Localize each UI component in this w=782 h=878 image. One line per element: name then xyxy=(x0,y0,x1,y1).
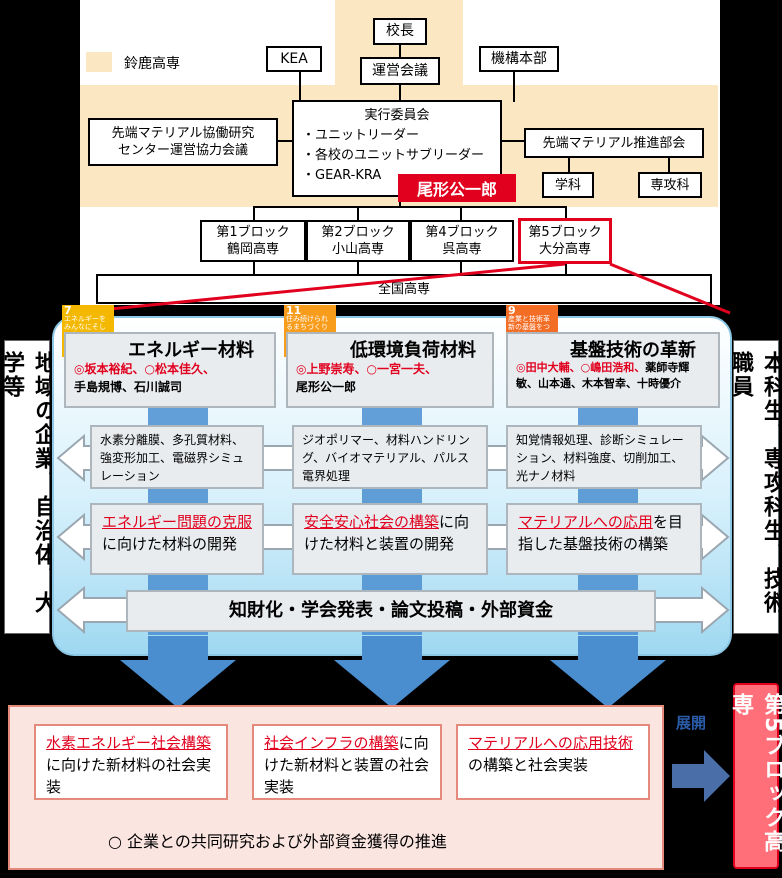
promotion-dept-box: 先端マテリアル推進部会 xyxy=(524,128,704,158)
legend-label: 鈴鹿高専 xyxy=(124,56,180,72)
goal-text: に向けた材料と装置の開発 xyxy=(304,513,470,553)
topics-low-impact: ジオポリマー、材料ハンドリング、バイオマテリアル、パルス電界処理 xyxy=(292,425,488,489)
goal-energy: エネルギー問題の克服に向けた材料の開発 xyxy=(90,503,264,575)
unit-title: 基盤技術の革新 xyxy=(570,340,696,361)
unit-title: エネルギー材料 xyxy=(128,340,254,361)
block-school: 大分高専 xyxy=(538,242,591,257)
executive-item: ・GEAR-KRA xyxy=(302,168,382,183)
block5-target-box: 第5ブロック高専 xyxy=(728,683,782,869)
expand-label: 展開 xyxy=(676,714,707,732)
connector xyxy=(278,140,294,142)
unit-header-energy: エネルギー材料 ◎坂本裕紀、○松本佳久、 手島規博、石川誠司 xyxy=(64,332,276,408)
block-name: 第1ブロック xyxy=(216,225,290,240)
executive-name-tag: 尾形公一郎 xyxy=(398,174,516,202)
management-council-box: 運営会議 xyxy=(360,57,440,85)
goal-highlight: マテリアルへの応用 xyxy=(518,513,653,531)
right-stakeholders-panel: 本科生、専攻科生、技術職員 xyxy=(728,340,782,634)
outcome-highlight: 社会インフラの構築 xyxy=(264,734,399,752)
block-school: 呉高専 xyxy=(442,242,482,257)
outcome-highlight: 水素エネルギー社会構築 xyxy=(46,734,212,752)
department-box: 学科 xyxy=(542,172,594,198)
unit-members: 手島規博、石川誠司 xyxy=(74,380,183,394)
block5-target-text: 第5ブロック高専 xyxy=(728,693,782,855)
connector xyxy=(399,84,401,100)
legend-swatch xyxy=(86,52,112,72)
connector xyxy=(253,206,255,220)
sdg-number: 7 xyxy=(64,304,72,317)
block-name: 第4ブロック xyxy=(425,225,499,240)
left-council-line: 先端マテリアル協働研究 xyxy=(111,126,255,141)
unit-title: 低環境負荷材料 xyxy=(350,340,476,361)
unit-members: 薬師寺輝敏、山本通、木本智幸、十時優介 xyxy=(516,361,690,390)
goal-basic-tech: マテリアルへの応用を目指した基盤技術の構築 xyxy=(506,503,702,575)
kea-box: KEA xyxy=(266,46,322,72)
unit-header-basic-tech: 基盤技術の革新 ◎田中大輔、○嶋田浩和、薬師寺輝敏、山本通、木本智幸、十時優介 xyxy=(506,332,720,408)
right-stakeholders-text: 本科生、専攻科生、技術職員 xyxy=(728,351,782,615)
block-1-box: 第1ブロック 鶴岡高専 xyxy=(200,220,306,262)
connector xyxy=(668,158,670,172)
topics-energy: 水素分離膜、多孔質材料、強変形加工、電磁界シミュレーション xyxy=(90,425,264,489)
executive-item: ・各校のユニットサブリーダー xyxy=(302,148,485,163)
outcome-hydrogen: 水素エネルギー社会構築に向けた新材料の社会実装 xyxy=(34,724,228,800)
connector xyxy=(568,158,570,172)
executive-committee-title: 実行委員会 xyxy=(364,108,430,123)
sdg-number: 11 xyxy=(286,304,302,317)
president-box: 校長 xyxy=(373,18,427,45)
bottom-note: ○ 企業との共同研究および外部資金獲得の推進 xyxy=(108,832,447,851)
unit-leaders: ◎田中大輔、○嶋田浩和、 xyxy=(516,361,646,374)
block-school: 小山高専 xyxy=(331,242,384,257)
expand-arrow xyxy=(672,750,730,802)
connector xyxy=(399,44,401,58)
outcome-text: の構築と社会実装 xyxy=(468,756,589,774)
executive-item: ・ユニットリーダー xyxy=(302,128,420,143)
unit-leaders: ◎上野崇寿、○一宮一夫、 xyxy=(296,362,437,376)
sdg-number: 9 xyxy=(508,304,516,317)
unit-member-list: ◎田中大輔、○嶋田浩和、薬師寺輝敏、山本通、木本智幸、十時優介 xyxy=(516,360,710,392)
connector xyxy=(357,206,359,220)
connector xyxy=(253,262,255,274)
outcome-text: に向けた新材料の社会実装 xyxy=(46,756,212,796)
connector xyxy=(565,262,567,274)
outcome-material-tech: マテリアルへの応用技術の構築と社会実装 xyxy=(456,724,650,800)
outcome-infrastructure: 社会インフラの構築に向けた新材料と装置の社会実装 xyxy=(252,724,442,800)
dissemination-bar: 知財化・学会発表・論文投稿・外部資金 xyxy=(126,590,656,632)
connector xyxy=(565,206,567,220)
goal-text: に向けた材料の開発 xyxy=(102,535,238,553)
block-name: 第5ブロック xyxy=(528,225,602,240)
connector xyxy=(253,206,567,208)
advanced-course-box: 専攻科 xyxy=(638,172,702,198)
connector xyxy=(513,70,515,102)
outcome-text: に向けた新材料と装置の社会実装 xyxy=(264,734,430,796)
goal-highlight: エネルギー問題の克服 xyxy=(102,513,253,531)
goal-text: を目指した基盤技術の構築 xyxy=(518,513,683,553)
unit-header-low-impact: 低環境負荷材料 ◎上野崇寿、○一宮一夫、 尾形公一郎 xyxy=(286,332,494,408)
connector xyxy=(357,262,359,274)
block-5-box: 第5ブロック 大分高専 xyxy=(518,218,612,264)
topics-basic-tech: 知覚情報処理、診断シミュレーション、材料強度、切削加工、光ナノ材料 xyxy=(506,425,702,489)
connector xyxy=(460,206,462,220)
block-4-box: 第4ブロック 呉高専 xyxy=(410,220,514,262)
connector xyxy=(299,70,301,102)
goal-highlight: 安全安心社会の構築 xyxy=(304,513,440,531)
unit-leaders: ◎坂本裕紀、○松本佳久、 xyxy=(74,362,215,376)
connector xyxy=(460,262,462,274)
goal-low-impact: 安全安心社会の構築に向けた材料と装置の開発 xyxy=(292,503,488,575)
left-stakeholders-text: 地域の企業、自治体、大学等 xyxy=(0,351,56,615)
outcome-highlight: マテリアルへの応用技術 xyxy=(468,734,633,752)
connector xyxy=(500,140,524,142)
block-school: 鶴岡高専 xyxy=(226,242,279,257)
left-council-line: センター運営協力会議 xyxy=(117,143,248,158)
left-stakeholders-panel: 地域の企業、自治体、大学等 xyxy=(0,340,56,634)
block-2-box: 第2ブロック 小山高専 xyxy=(306,220,410,262)
headquarters-box: 機構本部 xyxy=(479,46,559,72)
left-council-box: 先端マテリアル協働研究 センター運営協力会議 xyxy=(88,118,278,166)
unit-members: 尾形公一郎 xyxy=(296,380,357,394)
block-name: 第2ブロック xyxy=(321,225,395,240)
